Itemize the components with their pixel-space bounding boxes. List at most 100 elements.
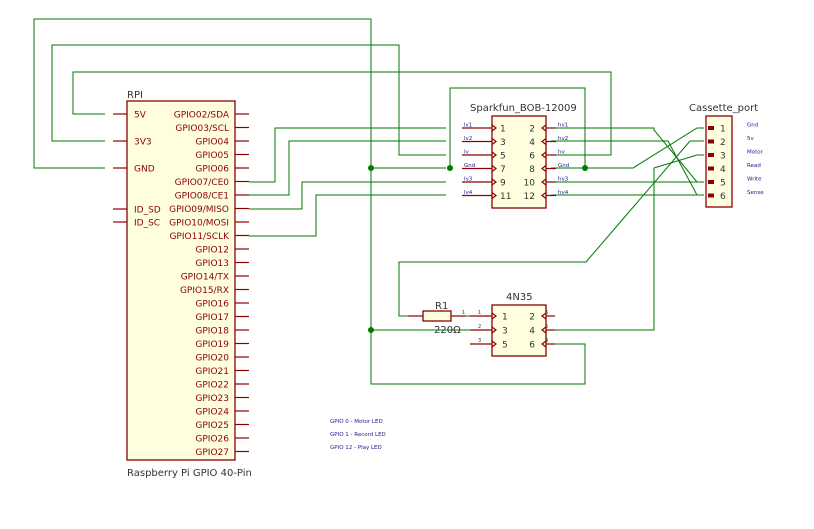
cassette-pin-name: Gnd	[747, 123, 758, 129]
cassette-pin-number: 4	[720, 165, 726, 175]
level-shifter-left-pin-name: lv3	[464, 177, 473, 183]
rpi-right-pin-label: GPIO12	[195, 246, 229, 256]
pin-arrow-icon	[541, 312, 547, 320]
level-shifter-left-pin-number: 9	[500, 179, 506, 189]
optocoupler-right-pin-number: 2	[529, 313, 535, 323]
junction-dot	[447, 165, 453, 171]
level-shifter-right-pin-name: hv3	[558, 177, 569, 183]
cassette-pin-name: 5v	[747, 136, 754, 142]
rpi-body	[126, 100, 236, 461]
optocoupler-left-pin-number: 3	[502, 327, 508, 337]
rpi-right-pin-label: GPIO25	[195, 421, 229, 431]
cassette-body	[705, 115, 733, 208]
rpi-right-pin-label: GPIO17	[195, 313, 229, 323]
pin-arrow-icon	[541, 340, 547, 348]
optocoupler-left-pin-number: 1	[502, 313, 508, 323]
wires	[33, 18, 704, 385]
rpi-right-pin-label: GPIO10/MOSI	[169, 219, 229, 229]
note-play-led: GPIO 12 - Play LED	[330, 445, 382, 451]
resistor-body	[422, 310, 452, 322]
wire-gpio07	[249, 127, 446, 183]
pin-arrow-icon	[491, 165, 497, 172]
rpi-right-pin-label: GPIO04	[195, 138, 229, 148]
level-shifter-left-pin-number: 3	[500, 138, 506, 148]
junction-dot	[368, 327, 374, 333]
cassette-pin-name: Read	[747, 163, 761, 169]
resistor-component: R1 220Ω 1	[408, 301, 466, 336]
wire-5v-r1	[398, 140, 704, 317]
wire-motor	[551, 154, 704, 331]
optocoupler-outer-right-number: 4	[545, 338, 548, 344]
pin-arrow-icon	[541, 326, 547, 334]
rpi-left-pin-label: ID_SC	[134, 219, 160, 229]
pin-arrow-icon	[541, 165, 547, 172]
optocoupler-outer-left-number: 3	[478, 338, 481, 344]
level-shifter-left-pin-number: 11	[500, 192, 511, 202]
level-shifter-right-pin-number: 8	[529, 165, 535, 175]
level-shifter-right-pin-number: 10	[524, 179, 536, 189]
cassette-pin-number: 5	[720, 179, 726, 189]
pin-arrow-icon	[541, 178, 547, 186]
rpi-right-pin-label: GPIO14/TX	[181, 273, 229, 283]
rpi-right-pins: GPIO02/SDAGPIO03/SCLGPIO04GPIO05GPIO06GP…	[169, 111, 249, 458]
wire-gpio09	[249, 181, 446, 210]
pin-arrow-icon	[541, 124, 547, 132]
rpi-right-pin-label: GPIO13	[195, 259, 229, 269]
level-shifter-body	[491, 115, 547, 209]
pin-arrow-icon	[491, 178, 497, 186]
level-shifter-ref: Sparkfun_BOB-12009	[470, 103, 577, 114]
optocoupler-outer-left-number: 2	[478, 324, 481, 330]
level-shifter-right-pin-name: Gnd	[558, 163, 569, 169]
optocoupler-outer-right-number: 5	[545, 324, 548, 330]
wire-gpio11	[249, 194, 446, 237]
cassette-pin-number: 1	[720, 125, 726, 135]
junction-dot	[582, 165, 588, 171]
optocoupler-ref: 4N35	[506, 292, 533, 303]
optocoupler-body	[491, 304, 547, 357]
level-shifter-left-pin-name: lv2	[464, 136, 472, 142]
note-motor-led: GPIO 0 - Motor LED	[330, 419, 383, 425]
rpi-left-pin-label: ID_SD	[134, 206, 161, 216]
rpi-right-pin-label: GPIO19	[195, 340, 229, 350]
pin-arrow-icon	[541, 192, 547, 199]
rpi-right-pin-label: GPIO16	[195, 300, 229, 310]
cassette-pin-marker	[708, 126, 714, 130]
pin-arrow-icon	[491, 138, 497, 145]
cassette-pin-marker	[708, 139, 714, 144]
cassette-pin-number: 3	[720, 152, 726, 162]
level-shifter-right-pin-name: hv4	[558, 190, 569, 196]
pin-arrow-icon	[491, 312, 497, 320]
cassette-pin-number: 6	[720, 192, 726, 202]
level-shifter-right-pin-number: 6	[529, 152, 535, 162]
cassette-pin-name: Write	[747, 177, 762, 183]
rpi-right-pin-label: GPIO07/CE0	[175, 178, 230, 188]
rpi-right-pin-label: GPIO26	[195, 435, 229, 445]
rpi-ref: RPI	[127, 90, 143, 101]
cassette-pin-marker	[708, 153, 714, 157]
pin-arrow-icon	[491, 151, 497, 159]
rpi-right-pin-label: GPIO18	[195, 327, 229, 337]
pin-arrow-icon	[491, 124, 497, 132]
rpi-right-pin-label: GPIO15/RX	[180, 286, 229, 296]
rpi-right-pin-label: GPIO11/SCLK	[169, 232, 230, 242]
cassette-pin-marker	[708, 166, 714, 171]
wire-3v3	[51, 44, 446, 156]
rpi-right-pin-label: GPIO27	[195, 448, 229, 458]
wire-gnd	[33, 18, 586, 385]
pin-arrow-icon	[541, 138, 547, 145]
optocoupler-right-pin-number: 4	[529, 327, 535, 337]
rpi-left-pin-label: GND	[134, 165, 155, 175]
level-shifter-left-pin-number: 5	[500, 152, 506, 162]
cassette-pin-name: Sense	[747, 190, 764, 196]
level-shifter-left-pin-name: lv4	[464, 190, 473, 196]
optocoupler-right-pin-number: 6	[529, 341, 535, 351]
level-shifter-left-pin-name: Gnd	[464, 163, 475, 169]
notes: GPIO 0 - Motor LED GPIO 1 - Record LED G…	[330, 419, 386, 451]
level-shifter-right-pin-name: hv	[558, 150, 565, 156]
